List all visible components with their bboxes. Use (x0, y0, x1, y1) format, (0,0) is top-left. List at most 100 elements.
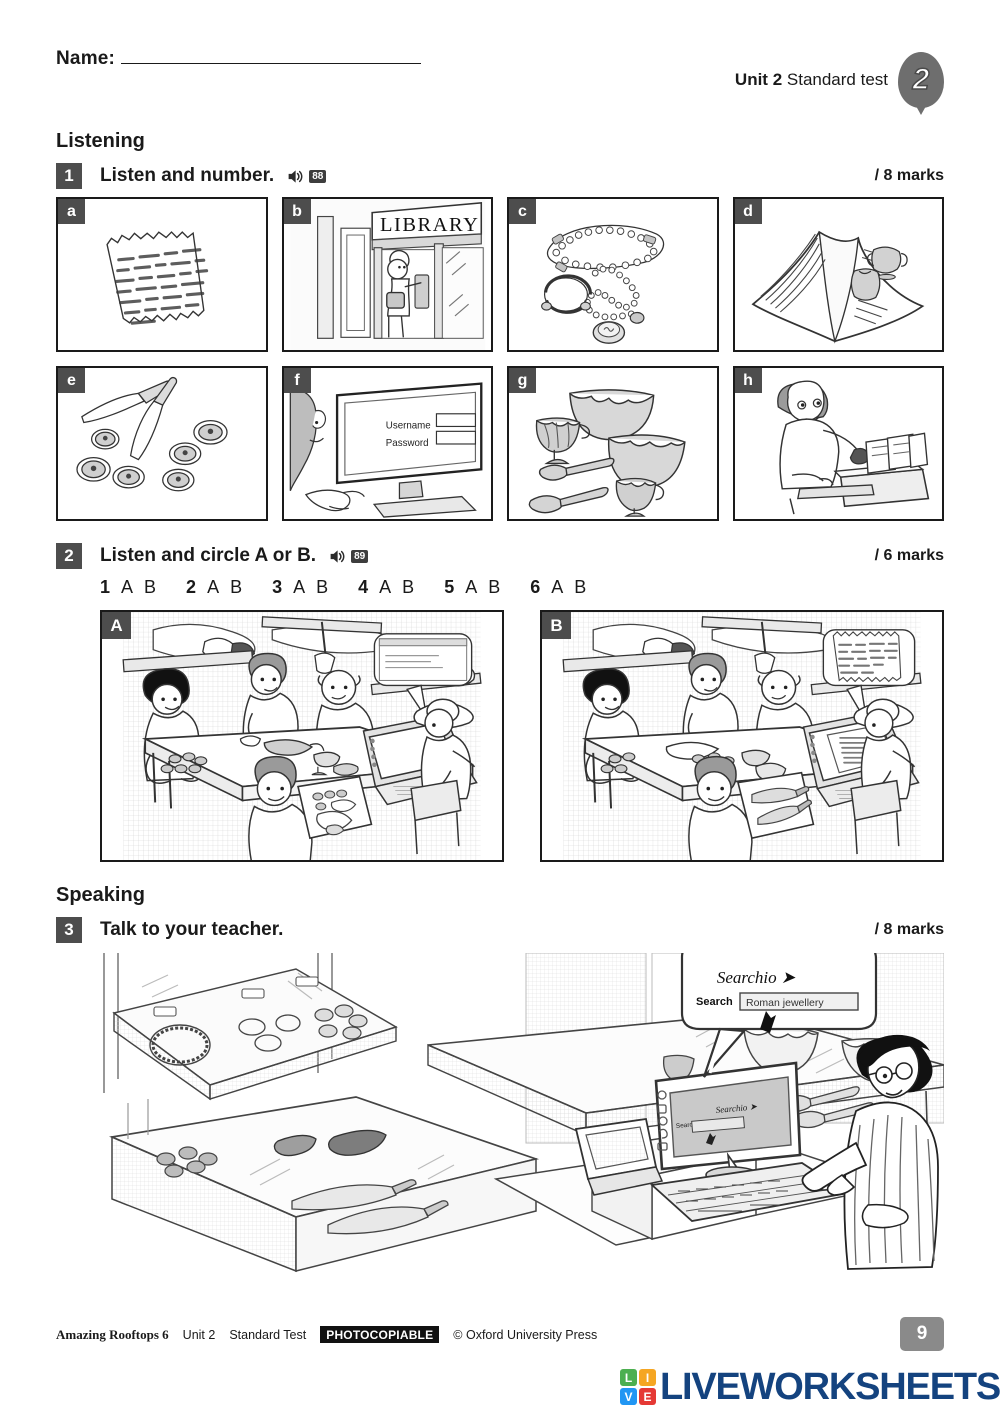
picture-A-tag: A (102, 612, 131, 639)
exercise-2-header: 2 Listen and circle A or B. 89 / 6 marks (56, 543, 944, 569)
picture-e[interactable]: e (56, 366, 268, 521)
svg-text:LIBRARY: LIBRARY (379, 214, 479, 236)
unit-balloon-badge: 2 (898, 52, 944, 108)
option-b[interactable]: B (574, 577, 587, 597)
exercise-2-instruction: Listen and circle A or B. (100, 545, 317, 566)
option-b[interactable]: B (488, 577, 501, 597)
option-a[interactable]: A (551, 577, 564, 597)
picture-B[interactable]: B (540, 610, 944, 862)
section-heading-speaking: Speaking (56, 884, 145, 906)
footer-copyright: © Oxford University Press (453, 1327, 598, 1342)
name-field-row: Name: (56, 44, 422, 70)
option-a[interactable]: A (379, 577, 392, 597)
footer-test-name: Standard Test (229, 1327, 307, 1342)
exercise-1-picture-grid-row2: e (56, 366, 944, 521)
open-book-with-pottery-illustration (751, 230, 924, 344)
logo-cell-i: I (638, 1369, 656, 1386)
dig-site-scene-B (562, 612, 922, 860)
svg-text:Searchio ➤: Searchio ➤ (715, 1101, 758, 1115)
picture-c-tag: c (509, 199, 536, 224)
answer-item-5[interactable]: 5 A B (444, 577, 500, 598)
option-b[interactable]: B (402, 577, 415, 597)
picture-e-tag: e (58, 368, 85, 393)
answer-item-3[interactable]: 3 A B (272, 577, 328, 598)
svg-text:Searchio ➤: Searchio ➤ (717, 968, 796, 987)
name-label: Name: (56, 48, 116, 69)
pottery-bowls-illustration (528, 389, 686, 517)
exercise-3-header: 3 Talk to your teacher. / 8 marks (56, 917, 944, 943)
svg-text:Username: Username (385, 420, 430, 431)
name-input-line[interactable] (121, 44, 422, 64)
audio-track-number: 88 (309, 169, 327, 183)
exercise-3-illustration: Searchio ➤ Search (56, 953, 944, 1273)
picture-a[interactable]: a (56, 197, 268, 352)
exercise-3-instruction: Talk to your teacher. (100, 919, 284, 940)
audio-player-88[interactable]: 88 (286, 166, 327, 187)
picture-g[interactable]: g (507, 366, 719, 521)
exercise-1-marks: / 8 marks (874, 167, 944, 184)
picture-b-tag: b (283, 199, 311, 224)
exercise-1-instruction: Listen and number. (100, 165, 275, 186)
answer-item-1[interactable]: 1 A B (100, 577, 156, 598)
option-b[interactable]: B (144, 577, 157, 597)
exercise-1-picture-grid-row1: a (56, 197, 944, 352)
logo-cell-v: V (619, 1388, 637, 1405)
picture-h-tag: h (734, 368, 762, 393)
answer-item-6[interactable]: 6 A B (530, 577, 586, 598)
liveworksheets-logo: L I V E LIVEWORKSHEETS (619, 1365, 1000, 1408)
svg-text:Roman jewellery: Roman jewellery (746, 997, 824, 1009)
picture-h[interactable]: h (732, 366, 944, 521)
audio-player-89[interactable]: 89 (328, 546, 369, 567)
picture-B-tag: B (542, 612, 571, 639)
jewellery-illustration (541, 224, 665, 344)
audio-track-number: 89 (351, 549, 369, 563)
option-a[interactable]: A (121, 577, 134, 597)
option-a[interactable]: A (465, 577, 478, 597)
unit-bold-text: Unit 2 (734, 70, 783, 89)
answer-number: 1 (100, 577, 111, 597)
svg-text:Search: Search (676, 1121, 698, 1130)
footer-book-title: Amazing Rooftops 6 (56, 1326, 169, 1342)
exercise-2-number: 2 (56, 543, 82, 569)
library-entrance-illustration: LIBRARY (289, 199, 485, 350)
page-number-badge: 9 (900, 1317, 944, 1351)
speaker-icon (330, 549, 345, 563)
museum-scene-illustration: Searchio ➤ Search (103, 953, 944, 1273)
exercise-2-picture-pair: A (100, 610, 944, 862)
exercise-1-number: 1 (56, 163, 82, 189)
answer-number: 2 (186, 577, 197, 597)
answer-number: 5 (444, 577, 455, 597)
answer-item-4[interactable]: 4 A B (358, 577, 414, 598)
answer-number: 6 (530, 577, 541, 597)
picture-f[interactable]: f Username Password (281, 366, 493, 521)
picture-A[interactable]: A (100, 610, 504, 862)
picture-g-tag: g (509, 368, 536, 393)
liveworksheets-logo-mark: L I V E (619, 1369, 656, 1405)
option-b[interactable]: B (230, 577, 243, 597)
option-a[interactable]: A (293, 577, 306, 597)
picture-d-tag: d (734, 199, 762, 224)
answer-item-2[interactable]: 2 A B (186, 577, 242, 598)
footer-credits: Amazing Rooftops 6 Unit 2 Standard Test … (56, 1325, 598, 1343)
svg-text:Password: Password (385, 438, 428, 449)
picture-b[interactable]: b LIBRARY (281, 197, 493, 352)
picture-f-tag: f (283, 368, 311, 393)
dig-site-scene-A (122, 612, 482, 860)
option-a[interactable]: A (207, 577, 220, 597)
liveworksheets-wordmark: LIVEWORKSHEETS (659, 1365, 1000, 1408)
exercise-2-answer-row: 1 A B 2 A B 3 A B 4 A B 5 A B 6 A B (100, 577, 944, 598)
section-heading-listening: Listening (56, 130, 145, 152)
picture-d[interactable]: d (732, 197, 944, 352)
page-footer: Amazing Rooftops 6 Unit 2 Standard Test … (56, 1317, 944, 1351)
answer-number: 4 (358, 577, 369, 597)
unit-title: Unit 2 Standard test (735, 70, 888, 90)
option-b[interactable]: B (316, 577, 329, 597)
unit-indicator: Unit 2 Standard test 2 (735, 44, 944, 108)
knives-and-coins-illustration (76, 376, 228, 492)
picture-a-tag: a (58, 199, 85, 224)
footer-unit: Unit 2 (182, 1327, 216, 1342)
computer-login-illustration: Username Password (289, 382, 482, 518)
picture-c[interactable]: c (507, 197, 719, 352)
ancient-manuscript-illustration (106, 231, 209, 325)
